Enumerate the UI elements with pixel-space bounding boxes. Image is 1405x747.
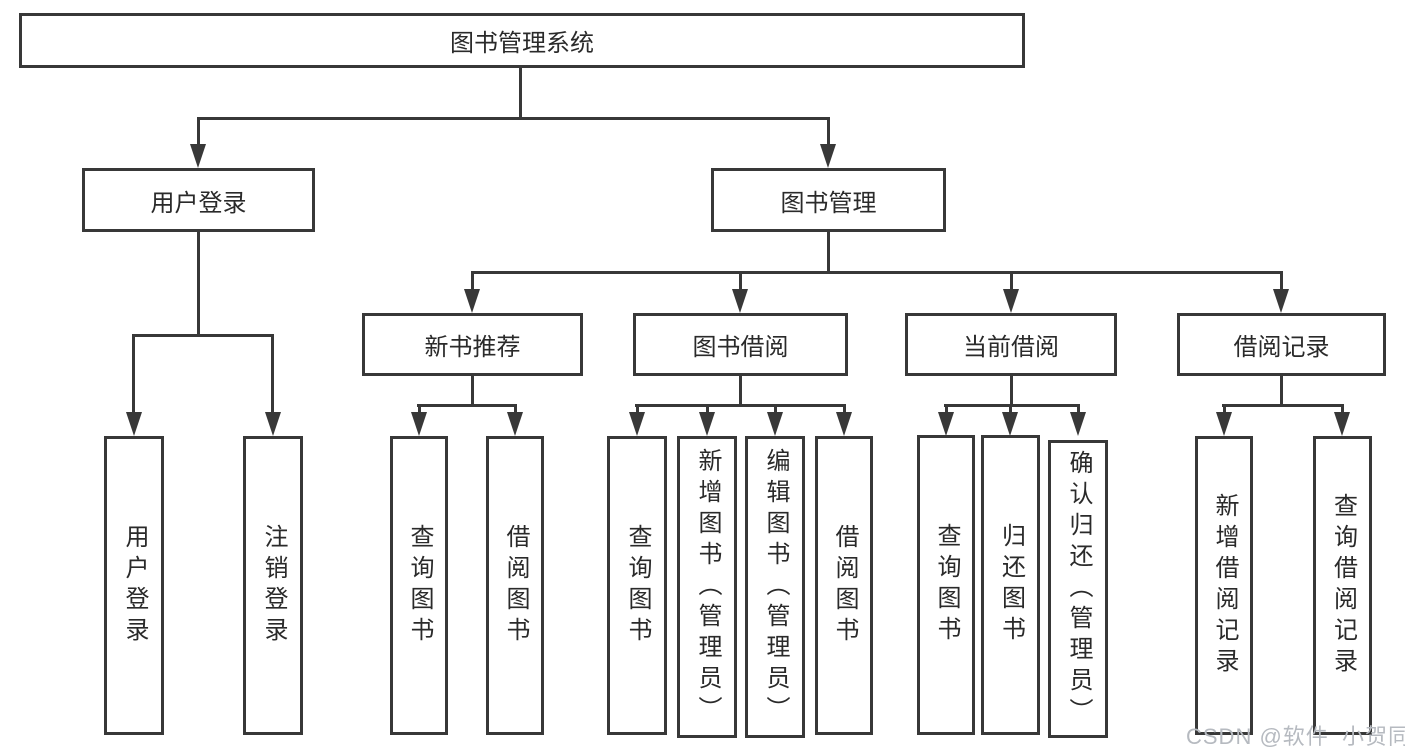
connector-user-login-hbar (132, 334, 274, 337)
connector-root-stub (519, 68, 522, 120)
leaf-logout: 注销登录 (243, 436, 303, 735)
arrow-down-icon (126, 412, 142, 436)
arrow-down-icon (411, 412, 427, 436)
arrow-down-icon (1070, 412, 1086, 436)
leaf-borrow-book-2: 借阅图书 (815, 436, 873, 735)
connector-child-stem (1341, 404, 1344, 414)
arrow-down-icon (507, 412, 523, 436)
connector-child-stem (843, 404, 846, 414)
leaf-query-borrow-record: 查询借阅记录 (1313, 436, 1372, 735)
arrow-down-icon (190, 144, 206, 168)
connector-group3-stem (1010, 271, 1013, 292)
leaf-query-book-2: 查询图书 (607, 436, 667, 735)
arrow-down-icon (836, 412, 852, 436)
leaf-query-book-3: 查询图书 (917, 435, 975, 735)
connector-book-management-stem (827, 117, 830, 147)
leaf-user-login: 用户登录 (104, 436, 164, 735)
connector-child-stem (1009, 404, 1012, 414)
leaf-confirm-return-admin: 确认归还（管理员） (1048, 440, 1108, 738)
node-book-management: 图书管理 (711, 168, 946, 232)
connector-user-login-down (197, 232, 200, 337)
connector-current-hbar (944, 404, 1080, 407)
arrow-down-icon (1003, 289, 1019, 313)
node-root: 图书管理系统 (19, 13, 1025, 68)
leaf-add-borrow-record: 新增借阅记录 (1195, 436, 1253, 735)
connector-newbook-down (471, 376, 474, 407)
leaf-edit-book-admin: 编辑图书（管理员） (745, 436, 805, 738)
node-book-borrow: 图书借阅 (633, 313, 848, 376)
node-user-login: 用户登录 (82, 168, 315, 232)
arrow-down-icon (699, 412, 715, 436)
arrow-down-icon (464, 289, 480, 313)
connector-group1-stem (471, 271, 474, 292)
connector-group2-stem (739, 271, 742, 292)
connector-records-down (1280, 376, 1283, 407)
connector-child-stem (418, 404, 421, 414)
connector-logout-child-stem (271, 334, 274, 414)
arrow-down-icon (1002, 412, 1018, 436)
arrow-down-icon (1273, 289, 1289, 313)
node-borrow-records: 借阅记录 (1177, 313, 1386, 376)
connector-child-stem (1077, 404, 1080, 414)
connector-borrow-hbar (635, 404, 846, 407)
connector-newbook-hbar (417, 404, 517, 407)
connector-book-management-down (827, 232, 830, 274)
connector-level1-hbar (197, 117, 830, 120)
csdn-watermark: CSDN @软件_小贺同学 (1186, 724, 1405, 747)
arrow-down-icon (938, 412, 954, 436)
arrow-down-icon (629, 412, 645, 436)
leaf-borrow-book-1: 借阅图书 (486, 436, 544, 735)
connector-current-down (1010, 376, 1013, 407)
connector-child-stem (774, 404, 777, 414)
arrow-down-icon (767, 412, 783, 436)
connector-child-stem (514, 404, 517, 414)
leaf-return-book: 归还图书 (981, 435, 1040, 735)
connector-child-stem (1223, 404, 1226, 414)
arrow-down-icon (732, 289, 748, 313)
connector-login-child-stem (132, 334, 135, 414)
arrow-down-icon (1334, 412, 1350, 436)
node-current-borrow: 当前借阅 (905, 313, 1117, 376)
leaf-add-book-admin: 新增图书（管理员） (677, 436, 737, 738)
connector-group4-stem (1280, 271, 1283, 292)
connector-borrow-down (739, 376, 742, 407)
arrow-down-icon (265, 412, 281, 436)
connector-child-stem (706, 404, 709, 414)
node-new-book-recommend: 新书推荐 (362, 313, 583, 376)
arrow-down-icon (820, 144, 836, 168)
connector-level3-hbar (471, 271, 1283, 274)
connector-child-stem (945, 404, 948, 414)
connector-records-hbar (1222, 404, 1344, 407)
leaf-query-book-1: 查询图书 (390, 436, 448, 735)
connector-child-stem (636, 404, 639, 414)
arrow-down-icon (1216, 412, 1232, 436)
connector-user-login-stem (197, 117, 200, 147)
